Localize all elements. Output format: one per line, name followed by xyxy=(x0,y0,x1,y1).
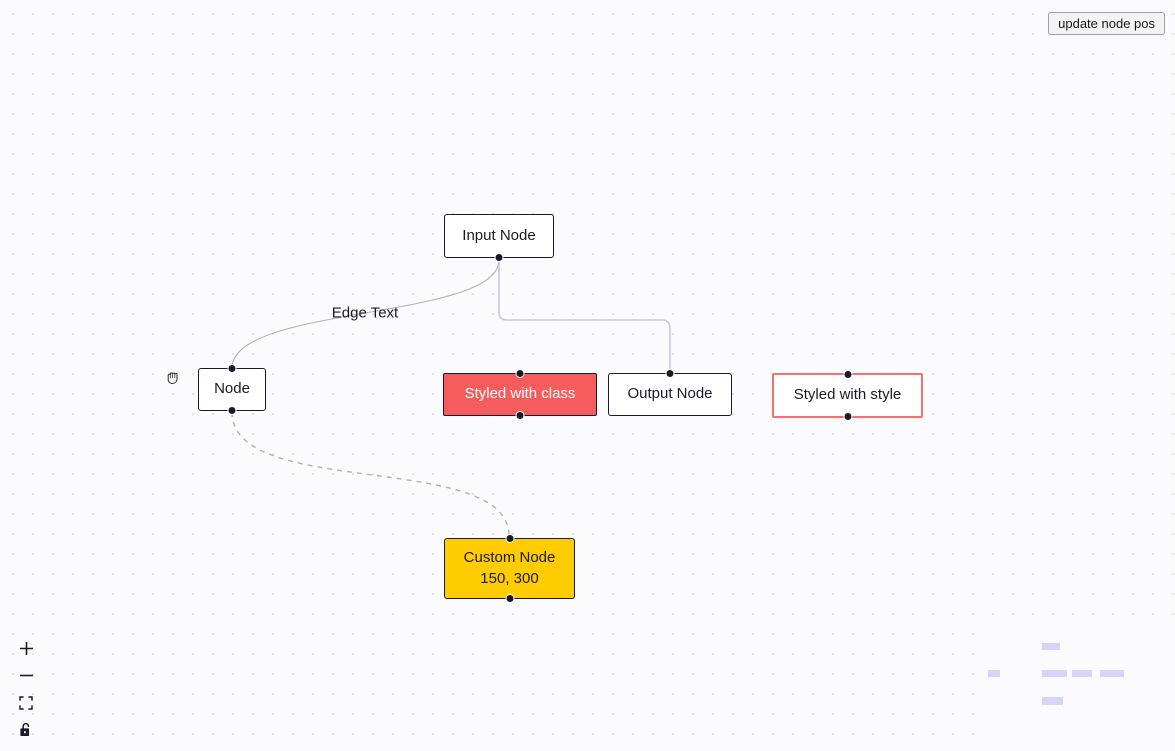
node-label: Input Node xyxy=(462,226,536,244)
toggle-interactivity-button[interactable] xyxy=(10,716,42,743)
edge-node-to-custom[interactable] xyxy=(231,411,510,537)
handle-source-bottom[interactable] xyxy=(505,594,514,603)
node-custom-node[interactable]: Custom Node 150, 300 xyxy=(444,534,575,603)
unlock-icon xyxy=(20,722,30,736)
handle-target-top[interactable] xyxy=(843,370,852,379)
zoom-out-button[interactable] xyxy=(10,662,42,689)
node-label: Output Node xyxy=(627,385,713,403)
minus-icon xyxy=(19,674,33,677)
node-label: Custom Node xyxy=(463,549,556,567)
zoom-in-button[interactable] xyxy=(10,635,42,662)
handle-source-bottom[interactable] xyxy=(843,412,852,421)
node-output-node[interactable]: Output Node xyxy=(608,369,732,416)
minimap-node xyxy=(1072,670,1092,677)
node-styled-with-class[interactable]: Styled with class xyxy=(443,369,597,420)
minimap-node xyxy=(1042,643,1060,650)
handle-target-top[interactable] xyxy=(515,369,525,378)
top-right-panel: update node pos xyxy=(1048,12,1165,35)
flow-controls xyxy=(10,635,42,743)
minimap-node xyxy=(1042,697,1063,705)
plus-icon xyxy=(19,642,33,655)
edge-input-to-output[interactable] xyxy=(498,260,671,370)
update-node-pos-button[interactable]: update node pos xyxy=(1048,12,1165,35)
node-styled-with-style[interactable]: Styled with style xyxy=(772,370,923,421)
minimap[interactable] xyxy=(980,620,1175,751)
grab-cursor-icon xyxy=(167,372,178,384)
node-label: Styled with style xyxy=(793,386,902,404)
edge-label-edge-text[interactable]: Edge Text xyxy=(331,304,399,322)
fit-view-button[interactable] xyxy=(10,689,42,716)
handle-target-top[interactable] xyxy=(227,364,237,373)
node-default-node[interactable]: Node xyxy=(198,364,266,415)
handle-target-top[interactable] xyxy=(505,534,514,543)
node-input-node[interactable]: Input Node xyxy=(444,214,554,262)
handle-source-bottom[interactable] xyxy=(227,406,237,415)
edge-path-e2-6[interactable] xyxy=(231,411,510,537)
handle-source-bottom[interactable] xyxy=(494,253,504,262)
node-label: Node xyxy=(214,380,250,398)
handle-source-bottom[interactable] xyxy=(515,411,525,420)
fit-view-icon xyxy=(19,695,33,710)
minimap-node xyxy=(988,670,1000,677)
node-sublabel-position: 150, 300 xyxy=(480,569,539,587)
handle-target-top[interactable] xyxy=(665,369,675,378)
minimap-node xyxy=(1100,670,1124,677)
minimap-node xyxy=(1042,670,1067,677)
node-label: Styled with class xyxy=(464,385,576,403)
edge-path-e1-3[interactable] xyxy=(498,260,671,370)
